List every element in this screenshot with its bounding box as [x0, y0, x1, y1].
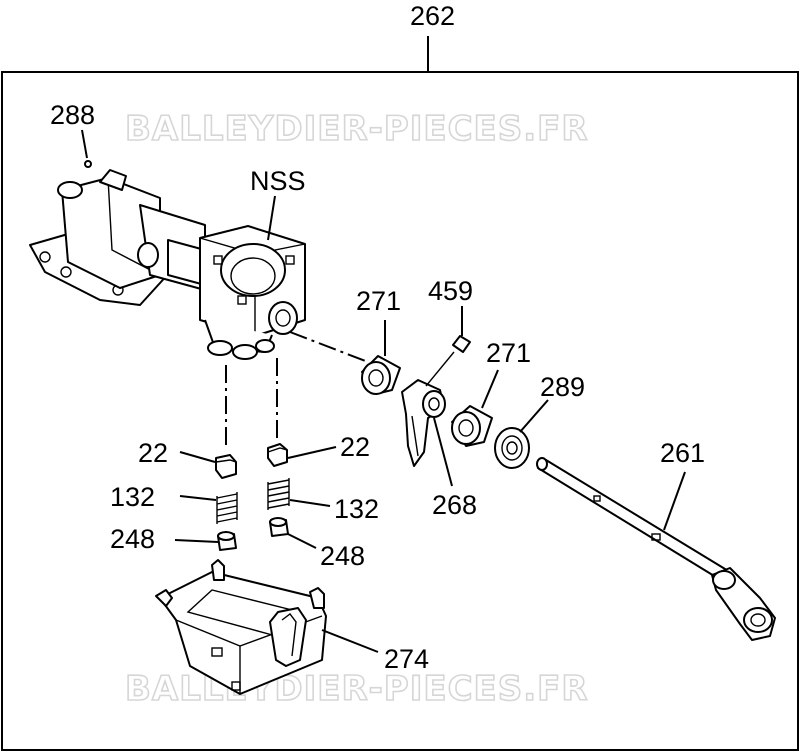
leader-289 — [519, 399, 549, 433]
part-248-plug-left — [217, 531, 237, 551]
part-271-bushing-right — [451, 405, 493, 447]
leader-248-left — [174, 539, 219, 543]
label-261: 261 — [660, 438, 705, 468]
part-271-bushing-left — [361, 355, 401, 395]
label-271-left: 271 — [356, 286, 401, 316]
label-268: 268 — [432, 490, 477, 520]
centerline-shaft — [289, 331, 369, 363]
leader-132-left — [179, 495, 217, 501]
label-274: 274 — [384, 644, 429, 674]
leader-22-left — [179, 451, 216, 463]
part-22-cap-right — [267, 443, 288, 467]
label-459: 459 — [428, 276, 473, 306]
leader-261 — [663, 471, 686, 531]
leader-nss — [267, 195, 276, 241]
leader-288 — [81, 129, 88, 159]
part-261-shaft — [536, 457, 776, 641]
part-289-seal — [494, 427, 530, 469]
part-459-key — [452, 335, 471, 353]
part-288-pin — [84, 160, 92, 168]
label-22-right: 22 — [340, 432, 370, 462]
assembly-frame — [1, 71, 799, 751]
part-268-lever — [401, 379, 446, 467]
watermark-bottom: BALLEYDIER-PIECES.FR — [125, 669, 589, 709]
leader-274 — [321, 629, 379, 653]
leader-271-to-lever — [425, 351, 455, 387]
part-248-plug-right — [269, 517, 289, 537]
label-248-right: 248 — [320, 541, 365, 571]
label-248-left: 248 — [110, 524, 155, 554]
label-nss: NSS — [250, 166, 306, 196]
label-132-left: 132 — [110, 482, 155, 512]
watermark-top: BALLEYDIER-PIECES.FR — [125, 109, 589, 149]
leader-271-right — [481, 369, 499, 409]
leader-268 — [433, 417, 453, 487]
label-289: 289 — [540, 372, 585, 402]
part-274-cover — [155, 559, 327, 695]
label-288: 288 — [50, 100, 95, 130]
leader-132-right — [289, 499, 331, 507]
label-22-left: 22 — [138, 438, 168, 468]
part-132-spring-left — [216, 492, 238, 524]
label-132-right: 132 — [334, 494, 379, 524]
leader-248-right — [287, 533, 317, 549]
assembly-label: 262 — [410, 1, 455, 31]
leader-22-right — [287, 446, 337, 459]
part-22-cap-left — [215, 454, 237, 479]
housing-body — [29, 169, 306, 360]
part-132-spring-right — [267, 478, 290, 510]
label-271-right: 271 — [486, 338, 531, 368]
